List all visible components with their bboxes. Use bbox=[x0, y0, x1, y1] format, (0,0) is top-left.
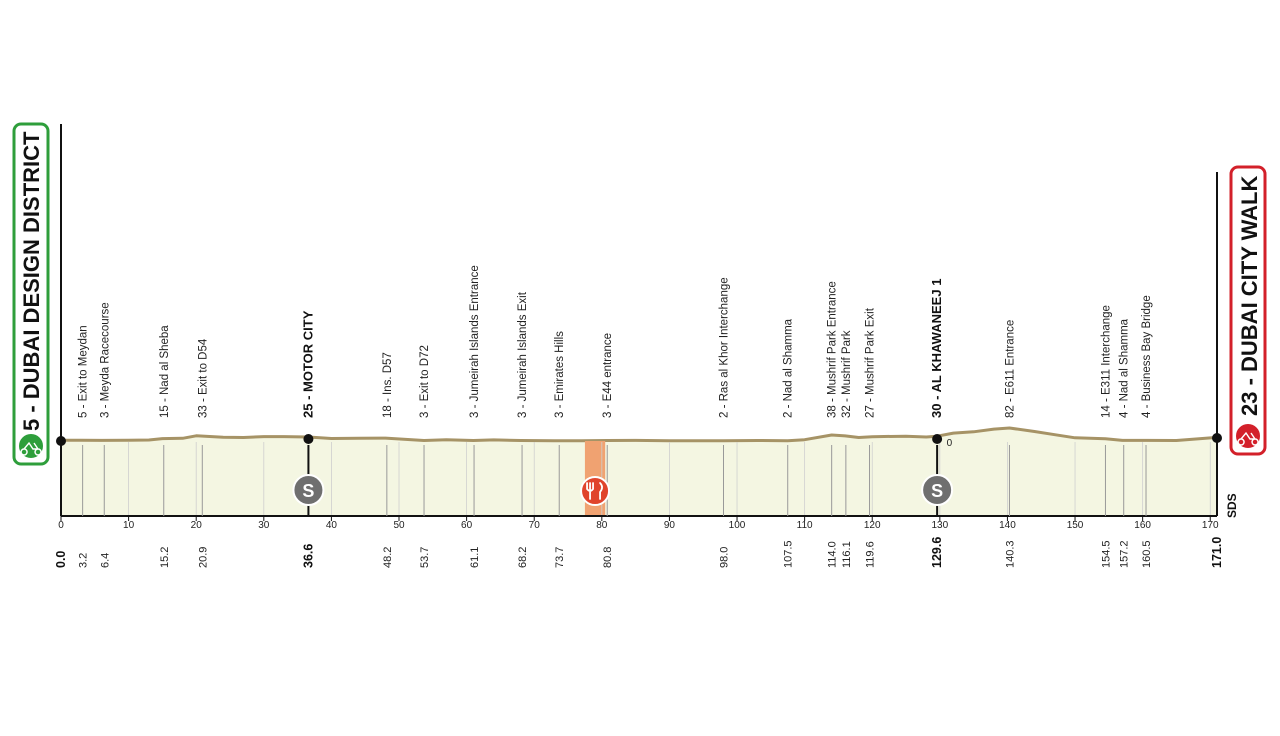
waypoint-name: 38 - Mushrif Park Entrance bbox=[827, 281, 839, 418]
finish-km: 171.0 bbox=[1210, 537, 1224, 568]
waypoint-name: 3 - Jumeirah Islands Exit bbox=[517, 291, 529, 418]
sprint-badge bbox=[921, 474, 954, 506]
feed-icon bbox=[580, 476, 611, 506]
waypoint-km: 53.7 bbox=[419, 547, 431, 568]
x-tick-label: 120 bbox=[864, 520, 881, 531]
waypoint-km: 129.6 bbox=[930, 537, 944, 568]
waypoint-name: 15 - Nad al Sheba bbox=[159, 325, 171, 418]
waypoint-name: 33 - Exit to D54 bbox=[197, 338, 209, 418]
finish-badge bbox=[1229, 165, 1267, 456]
waypoint-name: 30 - AL KHAWANEEJ 1 bbox=[929, 279, 944, 418]
waypoint-name: 82 - E611 Entrance bbox=[1004, 320, 1016, 418]
waypoint-km: 157.2 bbox=[1119, 540, 1131, 568]
waypoint-km: 6.4 bbox=[99, 553, 111, 568]
x-tick-label: 60 bbox=[461, 520, 473, 531]
waypoint-dot bbox=[303, 434, 314, 444]
x-tick-label: 0 bbox=[58, 520, 64, 531]
x-tick-label: 70 bbox=[529, 520, 541, 531]
waypoint-name: 3 - Emirates Hills bbox=[554, 331, 566, 418]
elevation-zero-label: 0 bbox=[947, 438, 953, 449]
waypoint-name: 32 - Mushrif Park bbox=[841, 330, 853, 418]
x-tick-label: 80 bbox=[596, 520, 608, 531]
start-km: 0.0 bbox=[54, 551, 68, 568]
sprint-symbol: S bbox=[302, 481, 314, 501]
waypoint-name: 27 - Mushrif Park Exit bbox=[865, 307, 877, 418]
x-tick-label: 50 bbox=[393, 520, 405, 531]
x-tick-label: 10 bbox=[123, 520, 135, 531]
waypoint-km: 160.5 bbox=[1141, 540, 1153, 568]
waypoint-name: 3 - E44 entrance bbox=[602, 333, 614, 418]
waypoint-name: 5 - Exit to Meydan bbox=[78, 325, 90, 418]
waypoint-km: 116.1 bbox=[841, 541, 853, 568]
waypoint-km: 48.2 bbox=[382, 547, 394, 568]
finish-dot bbox=[1212, 433, 1222, 443]
waypoint-name: 18 - Ins. D57 bbox=[382, 352, 394, 418]
waypoint-km: 15.2 bbox=[159, 547, 171, 568]
waypoint-km: 140.3 bbox=[1004, 540, 1016, 568]
waypoint-km: 98.0 bbox=[719, 547, 731, 568]
waypoint-km: 20.9 bbox=[197, 547, 209, 568]
x-tick-label: 30 bbox=[258, 520, 270, 531]
waypoint-name: 25 - MOTOR CITY bbox=[300, 310, 315, 418]
waypoint-dot bbox=[932, 434, 943, 444]
waypoint-name: 3 - Jumeirah Islands Entrance bbox=[469, 265, 481, 418]
waypoint-name: 3 - Exit to D72 bbox=[419, 345, 431, 418]
x-tick-label: 90 bbox=[664, 520, 676, 531]
x-tick-label: 140 bbox=[999, 520, 1016, 531]
waypoint-name: 4 - Nad al Shamma bbox=[1119, 318, 1131, 418]
start-label: 5 - DUBAI DESIGN DISTRICT bbox=[19, 131, 44, 431]
waypoint-km: 61.1 bbox=[469, 547, 481, 568]
finish-label: 23 - DUBAI CITY WALK bbox=[1237, 175, 1262, 416]
waypoint-name: 3 - Meyda Racecourse bbox=[99, 302, 111, 418]
waypoint-name: 14 - E311 Interchange bbox=[1100, 305, 1112, 418]
waypoint-name: 4 - Business Bay Bridge bbox=[1141, 295, 1153, 418]
x-tick-label: 40 bbox=[326, 520, 338, 531]
start-dot bbox=[56, 436, 66, 446]
waypoint-km: 80.8 bbox=[602, 547, 614, 568]
finish-bike-glyph bbox=[1237, 431, 1259, 446]
waypoint-km: 73.7 bbox=[554, 547, 566, 568]
waypoint-km: 3.2 bbox=[78, 553, 90, 568]
waypoint-km: 119.6 bbox=[865, 541, 877, 568]
brand-mark: SDS bbox=[1225, 493, 1239, 518]
start-bike-glyph bbox=[20, 441, 42, 456]
waypoint-name: 2 - Ras al Khor Interchange bbox=[719, 277, 731, 418]
x-tick-label: 160 bbox=[1134, 520, 1151, 531]
waypoint-name: 2 - Nad al Shamma bbox=[783, 318, 795, 418]
start-badge bbox=[12, 122, 50, 466]
x-tick-label: 110 bbox=[797, 520, 813, 531]
sprint-badge bbox=[292, 474, 325, 506]
sprint-symbol: S bbox=[931, 481, 943, 501]
x-tick-label: 20 bbox=[191, 520, 203, 531]
x-tick-label: 100 bbox=[729, 520, 746, 531]
waypoint-km: 154.5 bbox=[1100, 540, 1112, 568]
x-tick-label: 170 bbox=[1202, 520, 1219, 531]
waypoint-km: 114.0 bbox=[827, 541, 839, 568]
waypoint-km: 68.2 bbox=[517, 547, 529, 568]
x-tick-label: 150 bbox=[1067, 520, 1084, 531]
waypoint-km: 107.5 bbox=[783, 540, 795, 568]
waypoint-km: 36.6 bbox=[301, 544, 315, 568]
x-tick-label: 130 bbox=[931, 520, 948, 531]
feed-cutlery-icon bbox=[586, 482, 603, 500]
profile-line bbox=[61, 426, 1218, 443]
